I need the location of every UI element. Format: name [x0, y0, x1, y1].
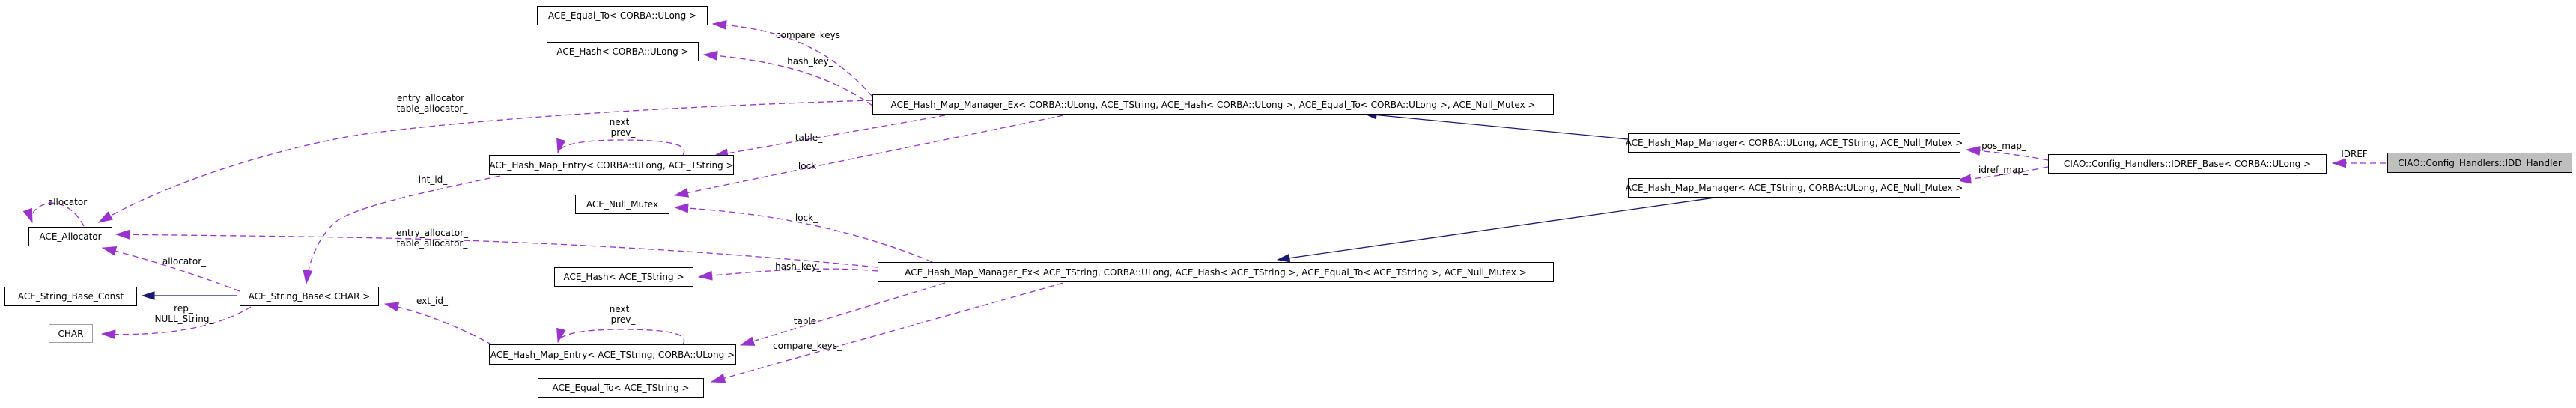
edge-label-lock-tstring: lock_	[795, 213, 818, 223]
node-ace-hash-map-entry-tstring-ulong[interactable]: ACE_Hash_Map_Entry< ACE_TString, CORBA::…	[489, 344, 736, 365]
edge-hash-key-ulong	[702, 50, 873, 106]
edge-label-ext-id: ext_id_	[416, 296, 448, 306]
edge-label-allocators-ex-tstring-1: table_allocator_	[396, 238, 468, 249]
edge-next-prev-entry-ulong	[556, 138, 685, 156]
edge-allocators-ex-ulong	[97, 100, 873, 223]
node-ace-hash-corba-ulong[interactable]: ACE_Hash< CORBA::ULong >	[547, 42, 699, 61]
node-ace-hash-map-manager-tstring[interactable]: ACE_Hash_Map_Manager< ACE_TString, CORBA…	[1626, 178, 1963, 198]
node-ace-equal-to-corba-ulong[interactable]: ACE_Equal_To< CORBA::ULong >	[537, 6, 708, 25]
edge-label-table-ulong: table_	[795, 133, 823, 143]
edge-label-hash-key-ulong: hash_key_	[787, 56, 833, 67]
node-ace-hash-ace-tstring[interactable]: ACE_Hash< ACE_TString >	[554, 267, 693, 287]
node-ace-hash-map-entry-ulong-tstring[interactable]: ACE_Hash_Map_Entry< CORBA::ULong, ACE_TS…	[489, 155, 734, 175]
edge-ext-id	[383, 302, 493, 346]
edge-label-idref: IDREF	[2341, 149, 2368, 159]
edge-label-hash-key-tstring: hash_key_	[775, 261, 821, 272]
edge-allocator-string-base	[101, 246, 240, 292]
edge-label-allocator-string-base: allocator_	[162, 256, 207, 267]
edge-label-pos-map: pos_map_	[1981, 141, 2026, 151]
edge-label-next-prev-entry-ulong-1: prev_	[610, 127, 636, 138]
node-ace-hash-map-manager-ulong[interactable]: ACE_Hash_Map_Manager< CORBA::ULong, ACE_…	[1626, 133, 1963, 153]
node-ace-hash-map-manager-ex-tstring-ulong[interactable]: ACE_Hash_Map_Manager_Ex< ACE_TString, CO…	[878, 262, 1554, 282]
edge-label-allocators-ex-ulong-1: table_allocator_	[396, 103, 468, 114]
edge-label-allocator-self: allocator_	[47, 197, 92, 207]
node-ace-allocator[interactable]: ACE_Allocator	[28, 227, 112, 246]
edge-compare-keys-ulong	[711, 19, 873, 97]
edge-compare-keys-tstring	[710, 282, 1064, 383]
node-char: CHAR	[49, 324, 93, 343]
edge-table-tstring	[739, 282, 946, 346]
edge-label-next-prev-entry-ulong-0: next_	[609, 117, 634, 127]
edge-hash-key-tstring	[697, 268, 878, 281]
edge-inherit-manager-tstring	[1276, 197, 1716, 263]
node-ciao-config-handlers-idd-handler: CIAO::Config_Handlers::IDD_Handler	[2387, 153, 2572, 173]
edge-next-prev-entry-tstring	[556, 327, 685, 345]
edge-int-id	[303, 175, 501, 285]
node-ace-string-base-char[interactable]: ACE_String_Base< CHAR >	[240, 287, 379, 306]
edge-label-compare-keys-ulong: compare_keys_	[776, 30, 845, 40]
edge-label-table-tstring: table_	[793, 316, 821, 326]
edge-pos-map	[1965, 146, 2049, 161]
edge-label-allocators-ex-ulong-0: entry_allocator_	[396, 93, 470, 103]
edge-label-rep-null-string-0: rep_	[174, 303, 193, 314]
edge-lock-ulong	[673, 115, 1064, 198]
node-ace-equal-to-ace-tstring[interactable]: ACE_Equal_To< ACE_TString >	[538, 378, 704, 398]
edge-inherit-manager-ulong	[1363, 110, 1629, 140]
edge-allocators-ex-tstring	[115, 229, 878, 268]
node-ciao-config-handlers-idref-base[interactable]: CIAO::Config_Handlers::IDREF_Base< CORBA…	[2048, 154, 2327, 174]
edge-label-next-prev-entry-tstring-0: next_	[609, 304, 634, 314]
edge-label-compare-keys-tstring: compare_keys_	[773, 341, 842, 351]
edge-label-rep-null-string-1: NULL_String_	[154, 314, 214, 324]
edge-label-int-id: int_id_	[418, 174, 448, 185]
edge-allocator-self	[22, 202, 85, 227]
edge-label-next-prev-entry-tstring-1: prev_	[610, 314, 636, 325]
node-ace-hash-map-manager-ex-ulong-tstring[interactable]: ACE_Hash_Map_Manager_Ex< CORBA::ULong, A…	[872, 94, 1554, 115]
node-ace-null-mutex[interactable]: ACE_Null_Mutex	[575, 195, 669, 214]
edge-idref-map	[1956, 166, 2049, 184]
edge-label-idref-map: idref_map_	[1978, 165, 2028, 175]
edge-table-ulong	[713, 115, 946, 159]
edge-label-lock-ulong: lock_	[798, 161, 821, 171]
node-ace-string-base-const[interactable]: ACE_String_Base_Const	[4, 287, 137, 306]
edge-label-allocators-ex-tstring-0: entry_allocator_	[395, 228, 469, 238]
edge-lock-tstring	[673, 203, 933, 263]
